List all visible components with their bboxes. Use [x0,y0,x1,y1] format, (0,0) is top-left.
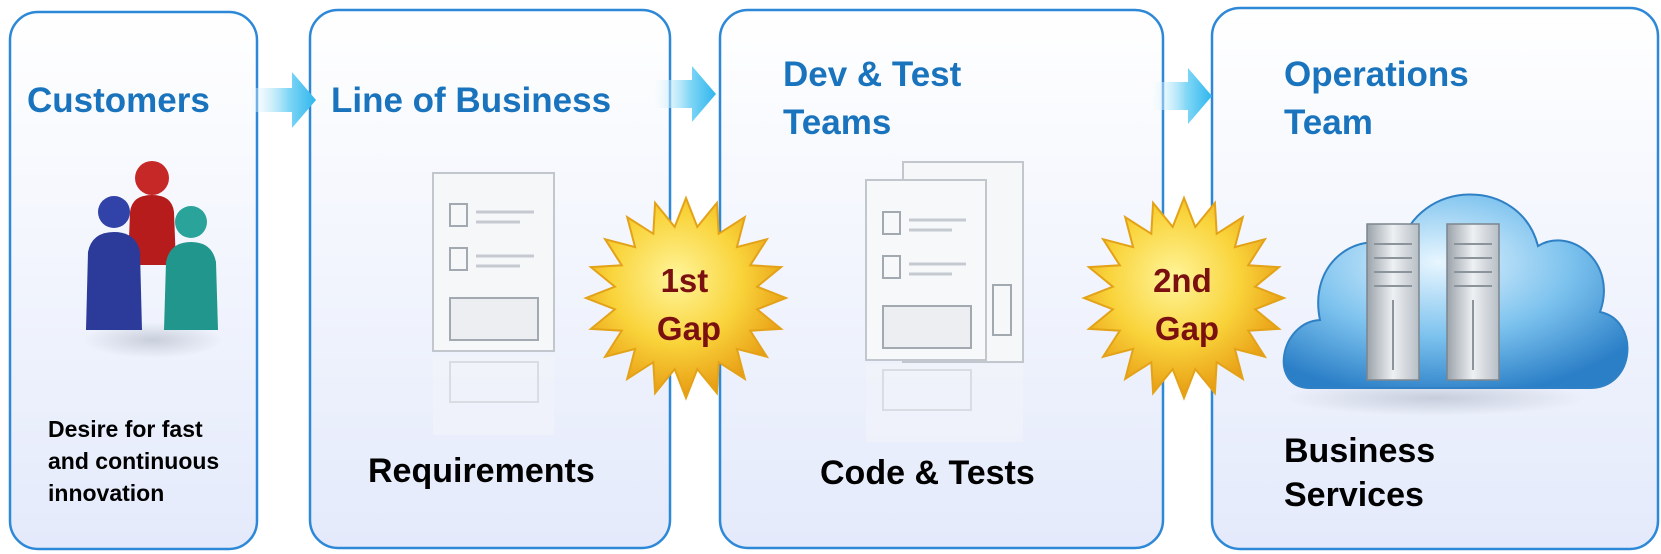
stage-caption-dev-test-teams: Code & Tests [820,454,1035,492]
stage-caption-operations-team: Business Services [1284,432,1445,514]
cloud-servers-icon [1282,193,1629,416]
flow-arrow-icon [652,66,716,122]
document-form-icon [432,172,555,435]
stage-caption-line-of-business: Requirements [368,452,595,490]
flow-arrow-icon [248,72,316,128]
document-stack-icon [865,161,1024,442]
gap-label-first: 1st Gap [657,262,721,347]
stage-title-dev-test-teams: Dev & Test Teams [783,55,971,142]
flow-arrow-icon [1150,68,1212,124]
stage-title-line-of-business: Line of Business [331,81,611,120]
stage-caption-customers: Desire for fast and continuous innovatio… [48,416,226,506]
gap-label-second: 2nd Gap [1153,262,1221,347]
stage-title-customers: Customers [27,81,210,120]
stage-title-operations-team: Operations Team [1284,55,1479,142]
gap-starburst-icon [583,195,789,401]
gap-starburst-icon [1081,195,1287,401]
people-group-icon [83,161,223,358]
